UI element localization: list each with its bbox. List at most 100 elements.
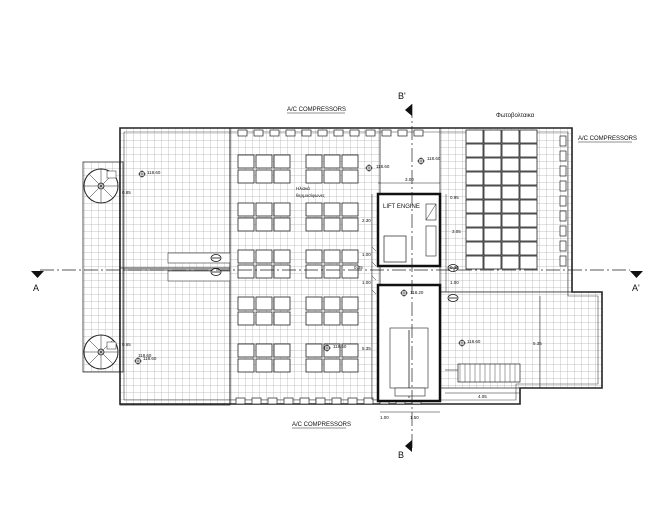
ac-unit — [413, 129, 424, 137]
solar-heater-panel — [323, 311, 341, 326]
solar-heater-panel — [255, 264, 273, 279]
pv-panel — [519, 157, 538, 172]
solar-heater-panel — [323, 296, 341, 311]
solar-heater-panel — [273, 358, 291, 373]
pv-panel — [501, 227, 520, 242]
small-stair — [445, 363, 521, 383]
pv-panel — [519, 199, 538, 214]
label-lift-engine: LIFT ENGINE — [383, 204, 420, 210]
section-label-a-right: A' — [632, 283, 640, 293]
lift-shaft — [383, 235, 407, 263]
ac-unit — [349, 129, 360, 137]
pv-panel — [501, 213, 520, 228]
level-text-4: 118.20 — [410, 290, 424, 295]
ac-unit — [559, 210, 567, 222]
ac-unit — [559, 150, 567, 162]
solar-heater-panel — [341, 311, 359, 326]
dim-5-35-right: 5.35 — [533, 341, 542, 346]
solar-heater-panel — [273, 311, 291, 326]
pv-panel — [519, 213, 538, 228]
pv-panel — [519, 185, 538, 200]
level-markers — [134, 157, 466, 365]
solar-heater-panel — [255, 202, 273, 217]
pv-panel — [519, 241, 538, 256]
ac-unit — [559, 240, 567, 252]
solar-heater-panel — [273, 264, 291, 279]
label-photovoltaics: Φωτοβολταικα — [496, 113, 535, 119]
dim-0-95: 0.95 — [450, 195, 459, 200]
dim-3-05: 3.05 — [452, 229, 461, 234]
section-marker-a-left — [31, 271, 44, 278]
solar-heater-panel — [341, 217, 359, 232]
roof-drain-4 — [447, 294, 459, 302]
solar-heater-panel — [341, 296, 359, 311]
solar-heater-panel — [255, 169, 273, 184]
dim-2-30: 2.30 — [362, 218, 371, 223]
pv-panel — [465, 213, 484, 228]
section-marker-b-bottom — [405, 440, 412, 452]
pv-panel — [501, 255, 520, 270]
solar-heater-panel — [273, 154, 291, 169]
ac-unit — [363, 397, 374, 405]
solar-heater-panel — [255, 217, 273, 232]
solar-heater-panel — [237, 311, 255, 326]
pv-panel — [483, 129, 502, 144]
solar-heater-panel — [305, 311, 323, 326]
solar-heater-panel — [323, 202, 341, 217]
solar-heater-panel — [255, 154, 273, 169]
solar-heater-panel — [305, 296, 323, 311]
pv-panel — [501, 185, 520, 200]
level-text-5: 118.60 — [333, 344, 347, 349]
pv-panel — [483, 227, 502, 242]
solar-heater-panel — [237, 217, 255, 232]
solar-heater-panel — [323, 249, 341, 264]
pv-panel — [483, 185, 502, 200]
pv-panel — [483, 199, 502, 214]
solar-heater-panel — [237, 169, 255, 184]
solar-heater-panel — [305, 264, 323, 279]
ac-unit — [559, 195, 567, 207]
label-ac-bottom: A/C COMPRESSORS — [292, 422, 351, 428]
solar-heater-panel — [255, 343, 273, 358]
terrace-left-upper — [119, 127, 231, 269]
level-text-8: 118.60 — [138, 353, 152, 358]
dim-3-00: 3.00 — [405, 177, 414, 182]
dim-5-35-left: 5.35 — [362, 346, 371, 351]
solar-heater-panel — [305, 217, 323, 232]
pv-panel — [465, 129, 484, 144]
dim-0-65: 0.65 — [122, 342, 131, 347]
label-solar-heaters-2: θερμοσίφωνες — [296, 193, 326, 198]
ac-compressor-column-right — [559, 135, 567, 267]
pv-panel — [483, 171, 502, 186]
small-stair-frame — [457, 363, 521, 383]
dim-1-00-b: 1.00 — [362, 280, 371, 285]
pv-panel — [465, 227, 484, 242]
ac-unit — [559, 225, 567, 237]
solar-heater-panel — [305, 343, 323, 358]
dim-1-00-bottom: 1.00 — [380, 415, 389, 420]
solar-heater-panel — [341, 202, 359, 217]
solar-heater-panel — [273, 296, 291, 311]
dim-4-05: 4.05 — [478, 394, 487, 399]
solar-heater-panel — [273, 169, 291, 184]
pv-panel — [501, 143, 520, 158]
solar-heater-panel — [341, 343, 359, 358]
roof-drain-2 — [210, 268, 222, 276]
level-text-1: 118.60 — [147, 170, 161, 175]
solar-heater-panel — [273, 249, 291, 264]
solar-heater-panel — [305, 249, 323, 264]
solar-heater-panel — [305, 154, 323, 169]
ac-unit — [347, 397, 358, 405]
terrace-left-lower — [119, 269, 231, 406]
spiral-stair-upper — [83, 168, 119, 204]
ac-unit — [381, 129, 392, 137]
dimension-lines — [371, 182, 541, 413]
solar-heater-panel — [323, 154, 341, 169]
ac-compressor-row-top — [237, 129, 424, 137]
pv-panel — [465, 171, 484, 186]
ac-unit — [559, 165, 567, 177]
label-ac-right: A/C COMPRESSORS — [578, 136, 637, 142]
solar-heater-panel — [305, 202, 323, 217]
ac-unit — [397, 129, 408, 137]
solar-heater-panel — [237, 249, 255, 264]
